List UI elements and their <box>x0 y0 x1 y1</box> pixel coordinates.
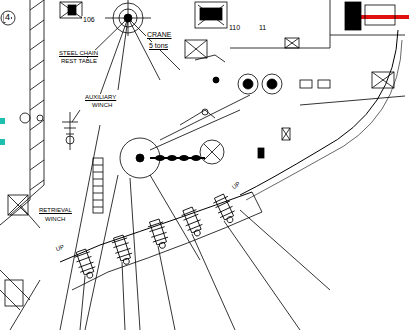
part-label: 110 <box>228 24 241 31</box>
bulkhead <box>0 0 44 225</box>
part-label: RETRIEVAL <box>38 207 73 213</box>
part-label: 5 tons <box>148 42 169 49</box>
part-label: 4 <box>4 13 11 22</box>
part-label: REST TABLE <box>60 58 98 64</box>
edge-mark <box>0 139 5 145</box>
part-label: 11 <box>258 24 267 31</box>
part-label: 106 <box>82 16 96 23</box>
part-label: WINCH <box>44 216 66 222</box>
part-label: STEEL CHAIN <box>58 50 99 56</box>
red-mark <box>360 15 409 19</box>
part-label: UP <box>54 243 66 252</box>
crane-symbol <box>85 0 180 95</box>
part-label: CRANE <box>146 31 173 38</box>
part-label: UP <box>230 180 242 191</box>
part-label: AUXILIARY <box>84 94 117 100</box>
edge-mark <box>0 118 5 124</box>
part-label: WINCH <box>91 102 113 108</box>
